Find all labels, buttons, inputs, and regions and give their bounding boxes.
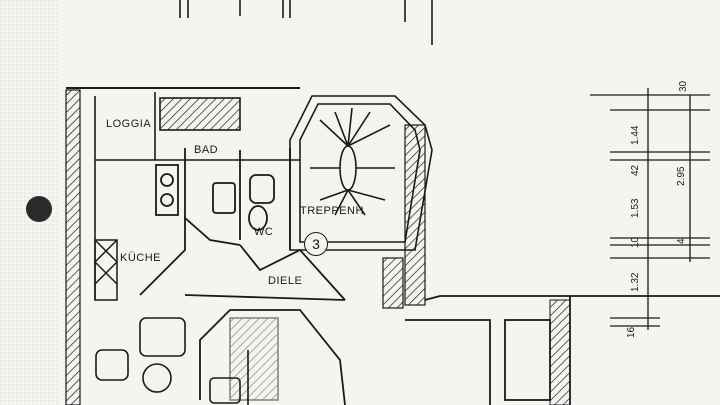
outer-wall-right [404, 124, 426, 306]
room-label-wc: WC [254, 226, 274, 238]
room-label-treppenhaus: TREPPENH [300, 205, 364, 217]
dimension-label: 2.95 [676, 166, 687, 186]
dimension-chain [590, 88, 710, 330]
dimension-label: 1.53 [630, 198, 641, 218]
dimension-label: 1.44 [630, 125, 641, 145]
kitchen-fixtures [94, 239, 118, 301]
dimension-label: 42 [630, 164, 641, 176]
bottom-fixtures [95, 317, 279, 405]
diele-walls [139, 216, 346, 405]
wall-lower-right [549, 299, 571, 405]
dimension-label: 10 [630, 236, 641, 248]
room-label-kueche: KÜCHE [120, 252, 162, 264]
dimension-label: 30 [678, 80, 689, 92]
stair-number-marker: 3 [304, 232, 328, 256]
outer-wall-left [65, 89, 81, 405]
room-label-bad: BAD [194, 144, 219, 156]
room-label-loggia: LOGGIA [106, 118, 152, 130]
dimension-label: 4 [676, 238, 687, 244]
punch-hole [26, 196, 52, 222]
room-label-diele: DIELE [268, 275, 303, 287]
inner-wall-segment [382, 257, 404, 309]
loggia-walls [94, 92, 300, 300]
dimension-label: 16 [626, 326, 637, 338]
top-fragments [179, 0, 433, 45]
dimension-label: 1.32 [630, 272, 641, 292]
